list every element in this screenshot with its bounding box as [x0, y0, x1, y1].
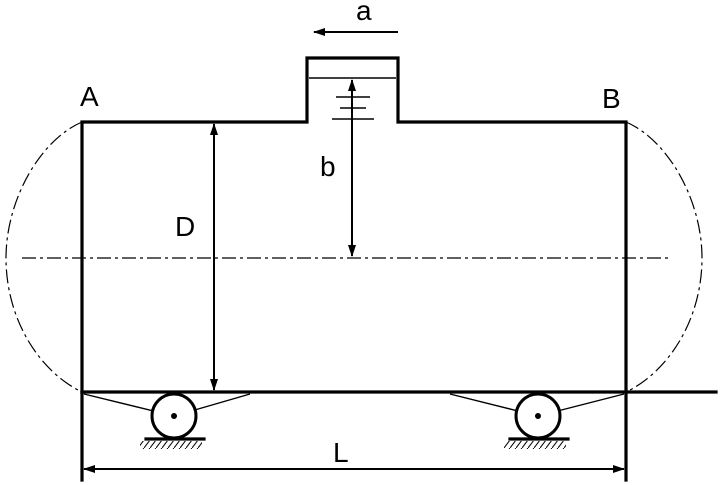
- label-L: L: [333, 437, 349, 468]
- label-A: A: [80, 81, 99, 112]
- left-head-outline: [5, 121, 83, 393]
- left-wheel-hub: [171, 413, 177, 419]
- label-D: D: [175, 211, 195, 242]
- label-a: a: [356, 0, 372, 26]
- left-support: [83, 392, 251, 449]
- label-b: b: [320, 151, 336, 182]
- right-wheel-hub: [535, 413, 541, 419]
- right-ground-hatch: [504, 441, 566, 449]
- left-ground-hatch: [140, 441, 202, 449]
- right-support: [449, 392, 625, 449]
- right-head-outline: [625, 121, 703, 393]
- label-B: B: [602, 83, 621, 114]
- tank-body-outline: [80, 56, 628, 394]
